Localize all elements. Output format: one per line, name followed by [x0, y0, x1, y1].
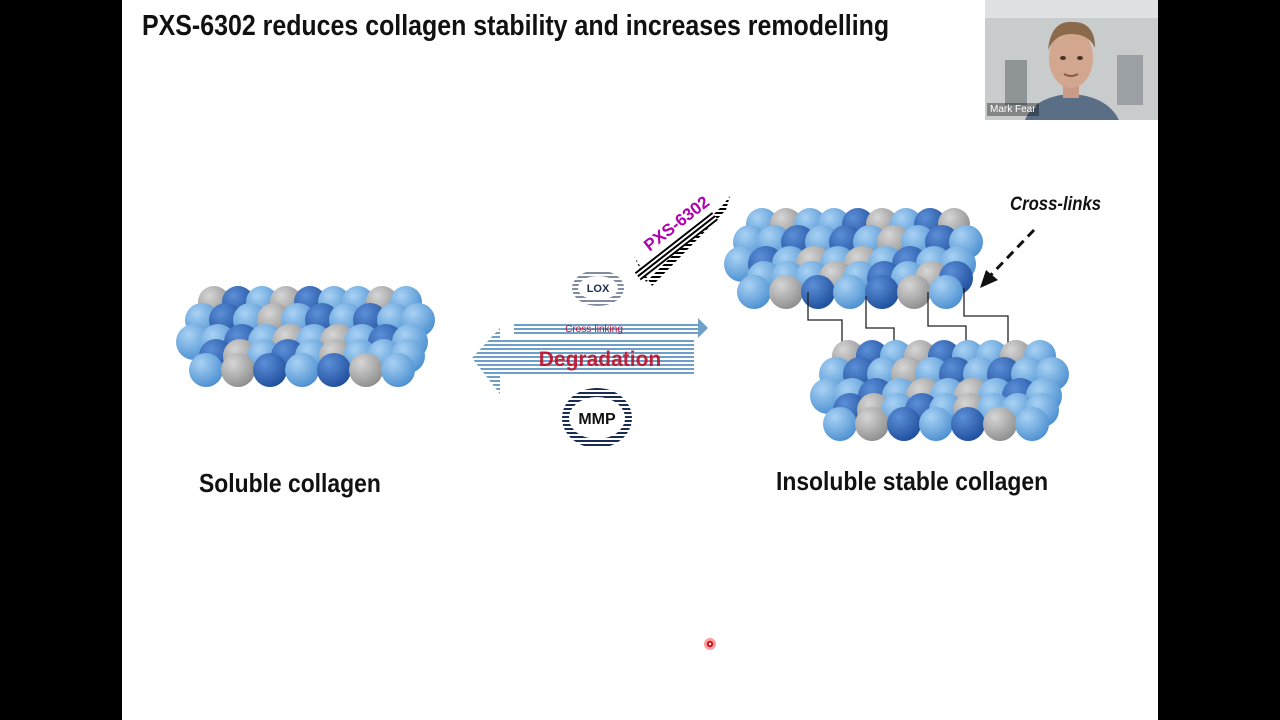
collagen-molecule — [737, 275, 771, 309]
laser-pointer-dot — [704, 638, 716, 650]
insoluble-collagen-upper-fibril — [724, 208, 983, 309]
collagen-molecule — [221, 353, 255, 387]
cross-links-pointer-arrow — [980, 228, 1036, 288]
cross-link-lines — [807, 288, 1009, 350]
degradation-arrow: Degradation — [472, 328, 694, 394]
cross-linking-arrow: Cross-linking — [514, 318, 708, 338]
soluble-collagen-fibril — [176, 286, 435, 387]
collagen-molecule — [1015, 407, 1049, 441]
collagen-molecule — [349, 353, 383, 387]
soluble-collagen-label: Soluble collagen — [199, 468, 381, 498]
collagen-molecule — [381, 353, 415, 387]
collagen-molecule — [865, 275, 899, 309]
collagen-molecule — [919, 407, 953, 441]
collagen-diagram: Cross-linking Degradation LOX MMP PXS-63… — [176, 192, 1069, 650]
participant-video-thumbnail[interactable]: Mark Fear — [985, 0, 1158, 120]
participant-name-label: Mark Fear — [987, 103, 1039, 116]
participant-avatar — [985, 0, 1158, 120]
collagen-molecule — [833, 275, 867, 309]
collagen-molecule — [317, 353, 351, 387]
mmp-enzyme: MMP — [562, 388, 632, 448]
collagen-molecule — [897, 275, 931, 309]
collagen-molecule — [887, 407, 921, 441]
mmp-enzyme-label: MMP — [578, 411, 616, 428]
collagen-molecule — [769, 275, 803, 309]
slide-title: PXS-6302 reduces collagen stability and … — [142, 10, 890, 42]
collagen-molecule — [951, 407, 985, 441]
collagen-molecule — [189, 353, 223, 387]
pxs-6302-inhibitor: PXS-6302 — [634, 192, 730, 286]
lox-enzyme: LOX — [572, 270, 624, 306]
collagen-molecule — [253, 353, 287, 387]
presentation-slide: PXS-6302 reduces collagen stability and … — [122, 0, 1158, 720]
collagen-molecule — [823, 407, 857, 441]
insoluble-collagen-lower-fibril — [810, 340, 1069, 441]
collagen-molecule — [801, 275, 835, 309]
collagen-molecule — [285, 353, 319, 387]
cross-linking-arrow-label: Cross-linking — [565, 324, 623, 335]
collagen-molecule — [983, 407, 1017, 441]
cross-links-label: Cross-links — [1010, 194, 1102, 215]
collagen-molecule — [929, 275, 963, 309]
collagen-molecule — [855, 407, 889, 441]
insoluble-collagen-label: Insoluble stable collagen — [776, 466, 1049, 496]
lox-enzyme-label: LOX — [587, 283, 610, 295]
degradation-arrow-label: Degradation — [539, 348, 662, 371]
